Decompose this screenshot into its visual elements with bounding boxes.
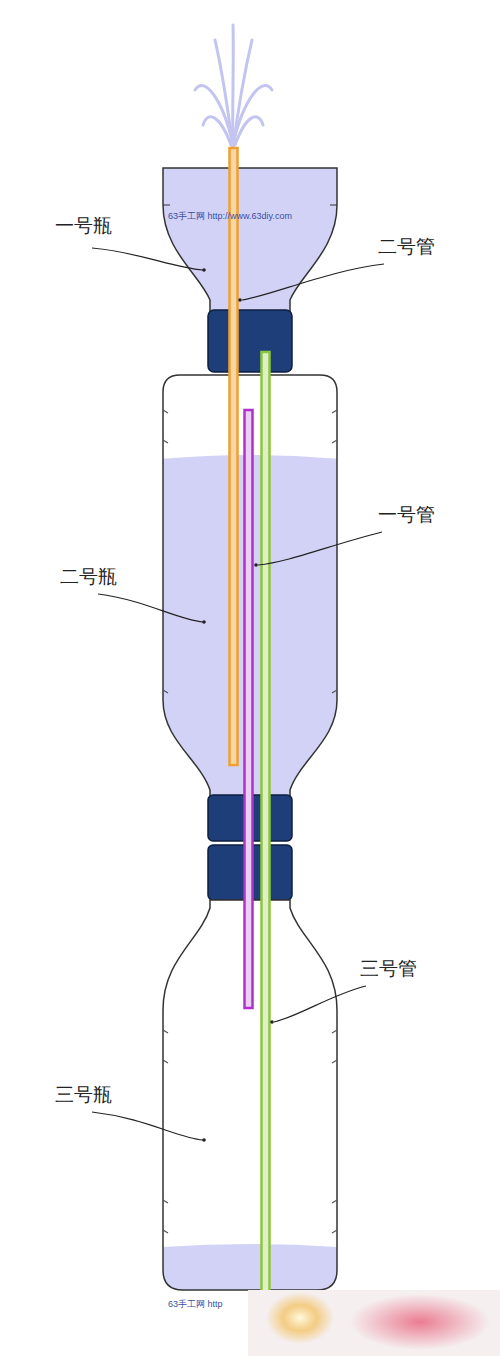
bottle-one: [163, 168, 337, 312]
tube-two: [230, 148, 238, 765]
water-spray: [195, 25, 272, 148]
corner-watermark: [248, 1290, 500, 1356]
watermark: 63手工网 http://www.63diy.com: [168, 211, 292, 222]
watermark: 63手工网 http: [168, 1299, 223, 1310]
bottle-cap: [208, 310, 292, 372]
leader-lines: [92, 248, 384, 1140]
part-label: 三号管: [360, 958, 417, 981]
part-label: 二号瓶: [60, 566, 117, 589]
part-label: 一号瓶: [55, 215, 112, 238]
part-label: 三号瓶: [55, 1084, 112, 1107]
part-label: 一号管: [378, 504, 435, 527]
part-label: 二号管: [378, 236, 435, 259]
tube-three: [262, 352, 270, 1302]
tube-one: [245, 410, 253, 1008]
